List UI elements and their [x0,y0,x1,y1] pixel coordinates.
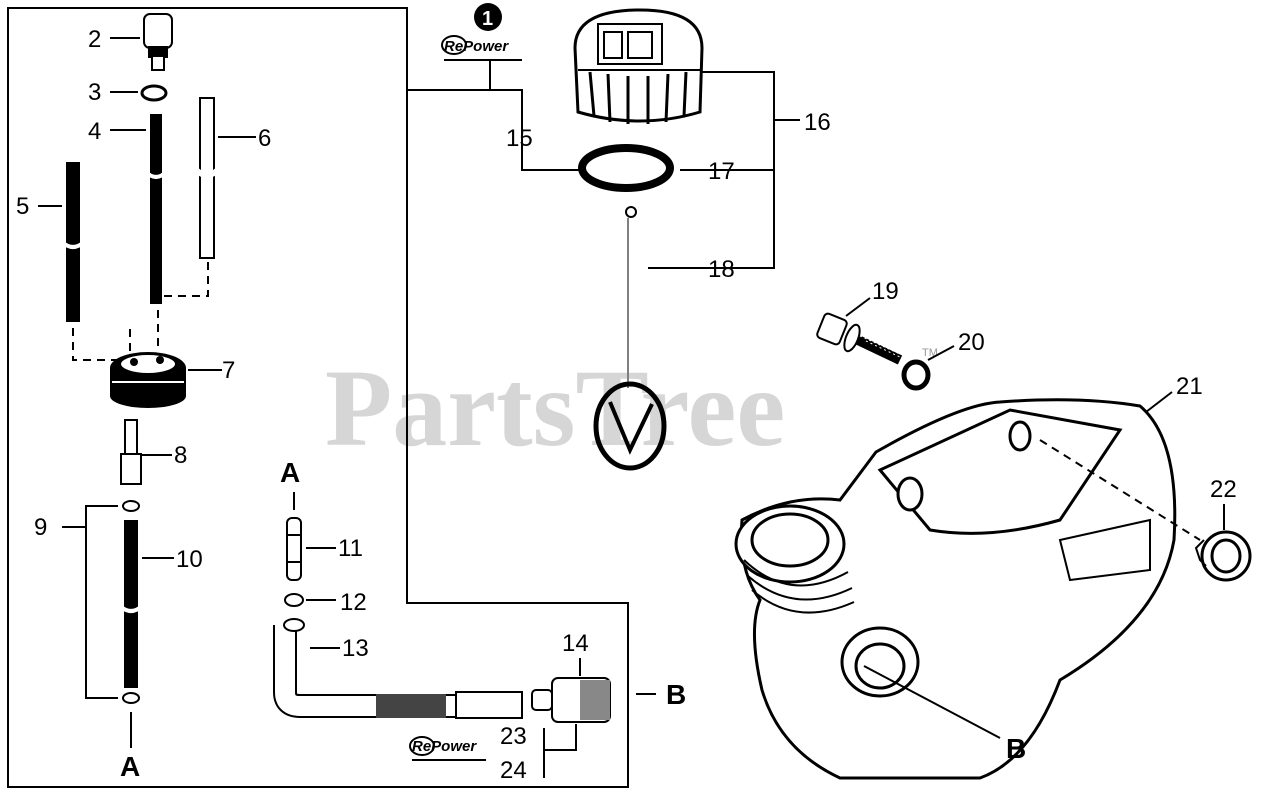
part-9-clip-top [122,500,140,512]
part-5-fuel-tube [60,162,86,322]
connector-a-top[interactable]: A [280,457,300,488]
connector-b-right[interactable]: B [666,679,686,710]
part-6-clear-tube [193,97,221,259]
part-2-fitting [110,13,173,71]
callout-20[interactable]: 20 [958,329,985,356]
callout-23[interactable]: 23 [500,723,527,750]
repower-badge-bottom: RePower [409,736,486,761]
part-16-fuel-cap [573,8,704,124]
part-21-fuel-tank [734,398,1177,780]
callout-7[interactable]: 7 [222,357,235,384]
part-10-fuel-line [118,520,144,688]
group-frame [7,7,629,788]
callout-13[interactable]: 13 [342,635,369,662]
repower-badge-top: RePower [441,35,522,61]
callout-21[interactable]: 21 [1176,373,1203,400]
callout-22[interactable]: 22 [1210,476,1237,503]
callout-4[interactable]: 4 [88,118,101,145]
callout-2[interactable]: 2 [88,26,101,53]
callout-11[interactable]: 11 [338,535,363,562]
part-13-fuel-hose [273,618,523,719]
callout-5[interactable]: 5 [16,193,29,220]
callout-14[interactable]: 14 [562,630,589,657]
part-19-bolt [816,312,903,365]
callout-19[interactable]: 19 [872,278,899,305]
part-8-barbed-fitting [120,419,142,485]
callout-18[interactable]: 18 [708,256,735,283]
connector-b-tank[interactable]: B [1006,733,1026,764]
svg-text:RePower: RePower [412,738,477,755]
callout-15[interactable]: 15 [506,125,533,152]
part-9-clip-bottom [122,692,140,704]
part-17-cap-gasket [578,144,674,192]
connector-a-bottom[interactable]: A [120,751,140,782]
watermark: PartsTree [325,347,785,469]
callout-10[interactable]: 10 [176,546,203,573]
callout-12[interactable]: 12 [340,589,367,616]
part-4-fuel-tube [144,114,168,304]
part-18-cap-tether [593,206,667,471]
callout-17[interactable]: 17 [708,158,735,185]
callout-3[interactable]: 3 [88,79,101,106]
callout-6[interactable]: 6 [258,125,271,152]
callout-9[interactable]: 9 [34,514,47,541]
part-3-o-ring [140,84,168,102]
trademark-mark: TM [922,347,938,359]
part-7-grommet [110,352,186,408]
callout-8[interactable]: 8 [174,442,187,469]
kit-marker-number: 1 [482,8,493,30]
kit-marker-badge[interactable] [474,3,502,31]
part-20-washer [901,359,931,391]
part-14-fuel-filter [531,677,611,723]
part-11-connector [286,517,302,581]
part-12-clip [284,593,304,607]
svg-text:RePower: RePower [444,38,509,55]
callout-24[interactable]: 24 [500,757,527,784]
part-22-tank-grommet [1194,530,1252,582]
callout-16[interactable]: 16 [804,109,831,136]
